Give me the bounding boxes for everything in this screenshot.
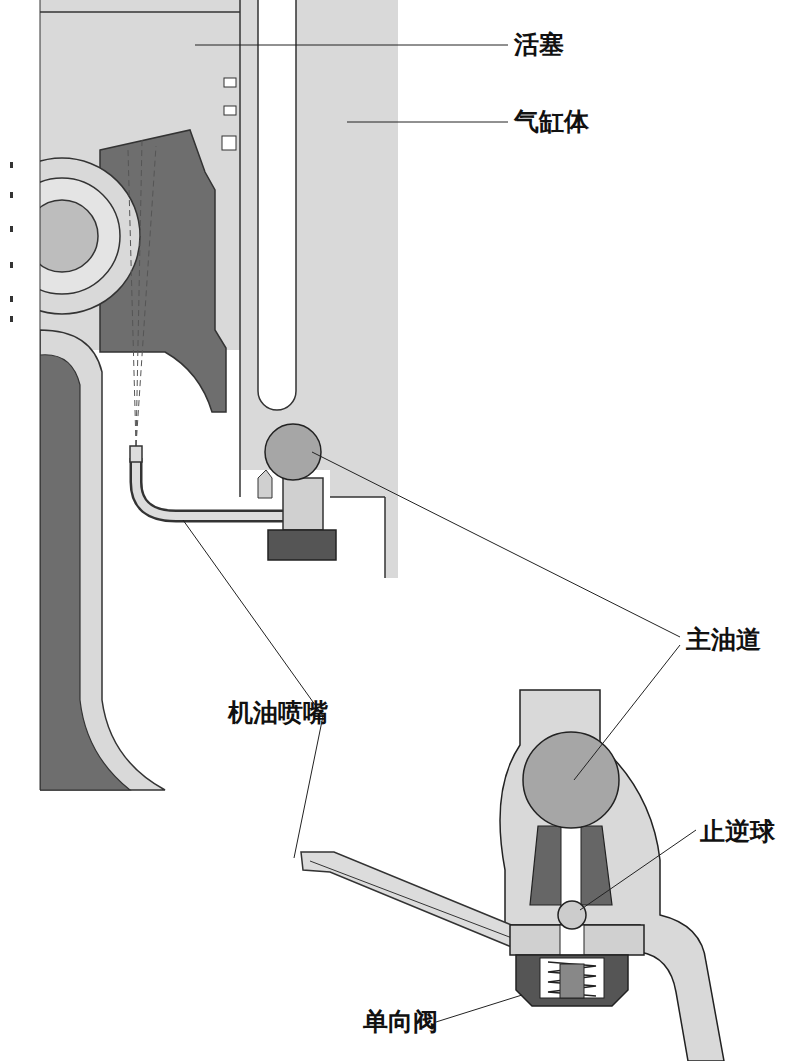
part-label: 气缸体 [514,107,589,137]
connecting-rod [40,330,165,790]
part-label: 活塞 [514,30,564,60]
part-label: 止逆球 [700,817,775,847]
coolant-slot [258,0,296,410]
valve-body [283,478,323,530]
main-gallery-section [523,732,619,828]
oil-jet-tube [136,458,288,516]
part-label: 主油道 [686,625,761,655]
valve-housing [516,955,628,1006]
valve-nut [268,530,336,560]
check-ball [558,901,586,929]
block-section [500,690,724,1061]
oil-jet-tube-section [301,852,514,948]
part-label: 单向阀 [363,1007,438,1037]
leader-lines [183,45,696,1022]
oil-spray [128,140,156,446]
valve-body-section [510,925,644,955]
part-label: 机油喷嘴 [228,698,328,728]
